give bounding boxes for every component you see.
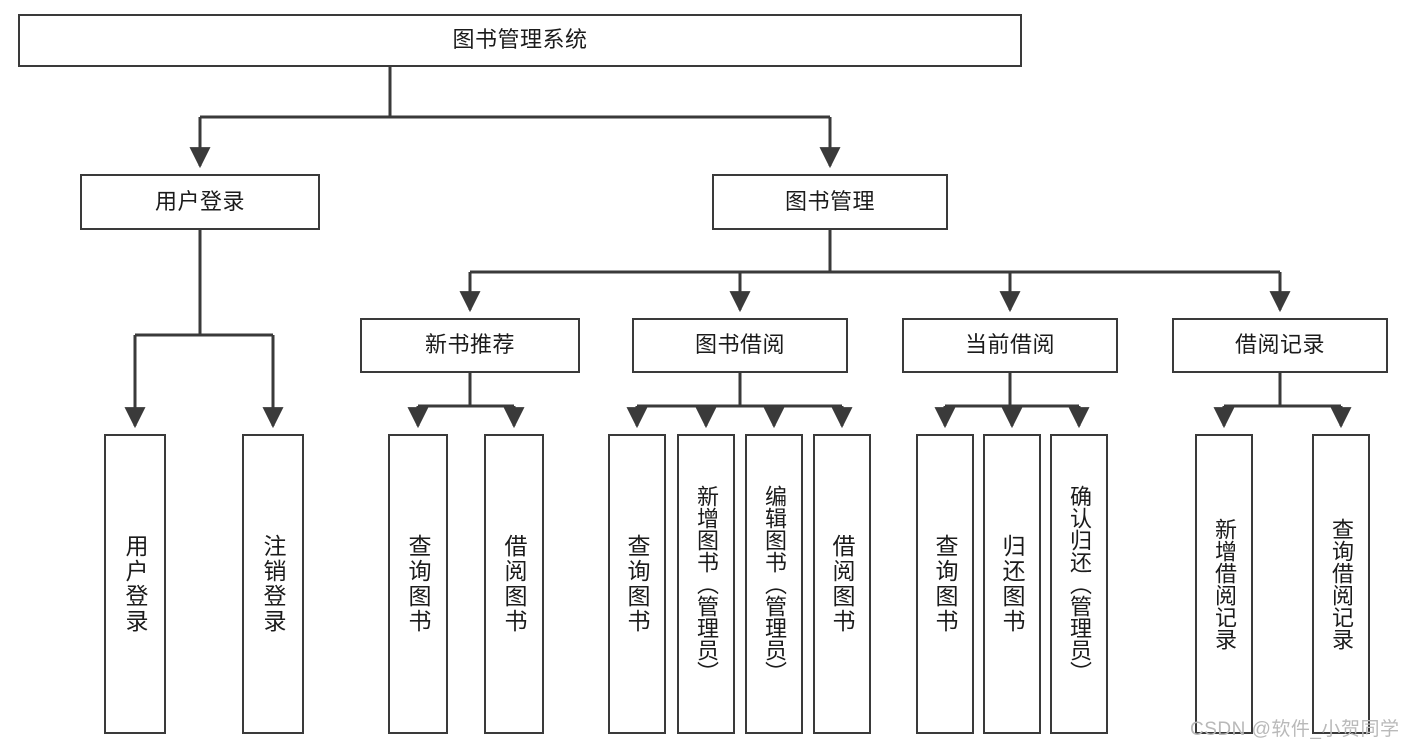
leaf-node-label: 借阅图书 xyxy=(501,534,528,634)
leaf-node-label: 注销登录 xyxy=(260,534,287,634)
leaf-node-label: 新增图书（管理员） xyxy=(693,485,719,683)
leaf-node-label: 借阅图书 xyxy=(829,534,856,634)
leaf-node-label: 查询图书 xyxy=(624,534,651,634)
node-root[interactable]: 图书管理系统 xyxy=(18,14,1022,67)
node-root-label: 图书管理系统 xyxy=(452,27,588,53)
node-borrow-records[interactable]: 借阅记录 xyxy=(1172,318,1388,373)
node-book-borrow-label: 图书借阅 xyxy=(694,332,785,358)
node-user-login[interactable]: 用户登录 xyxy=(80,174,320,230)
leaf-node[interactable]: 借阅图书 xyxy=(484,434,544,734)
leaf-node-label: 归还图书 xyxy=(999,534,1026,634)
node-book-borrow[interactable]: 图书借阅 xyxy=(632,318,848,373)
leaf-node[interactable]: 查询图书 xyxy=(388,434,448,734)
leaf-node[interactable]: 注销登录 xyxy=(242,434,304,734)
node-current-borrow-label: 当前借阅 xyxy=(964,332,1055,358)
leaf-node[interactable]: 借阅图书 xyxy=(813,434,871,734)
leaf-node[interactable]: 新增借阅记录 xyxy=(1195,434,1253,734)
node-book-management-label: 图书管理 xyxy=(784,188,875,214)
leaf-node-label: 用户登录 xyxy=(122,534,149,634)
node-borrow-records-label: 借阅记录 xyxy=(1234,332,1325,358)
leaf-node[interactable]: 查询图书 xyxy=(916,434,974,734)
leaf-node[interactable]: 查询图书 xyxy=(608,434,666,734)
leaf-node-label: 查询借阅记录 xyxy=(1328,518,1354,650)
leaf-node-label: 查询图书 xyxy=(932,534,959,634)
node-user-login-label: 用户登录 xyxy=(154,188,245,214)
leaf-node[interactable]: 归还图书 xyxy=(983,434,1041,734)
leaf-node[interactable]: 用户登录 xyxy=(104,434,166,734)
leaf-node-label: 查询图书 xyxy=(405,534,432,634)
leaf-node[interactable]: 确认归还（管理员） xyxy=(1050,434,1108,734)
leaf-node[interactable]: 新增图书（管理员） xyxy=(677,434,735,734)
node-new-book-recommend-label: 新书推荐 xyxy=(424,332,515,358)
leaf-node[interactable]: 编辑图书（管理员） xyxy=(745,434,803,734)
node-current-borrow[interactable]: 当前借阅 xyxy=(902,318,1118,373)
leaf-node-label: 确认归还（管理员） xyxy=(1066,485,1092,683)
leaf-node[interactable]: 查询借阅记录 xyxy=(1312,434,1370,734)
leaf-node-label: 新增借阅记录 xyxy=(1211,518,1237,650)
node-new-book-recommend[interactable]: 新书推荐 xyxy=(360,318,580,373)
leaf-node-label: 编辑图书（管理员） xyxy=(761,485,787,683)
node-book-management[interactable]: 图书管理 xyxy=(712,174,948,230)
